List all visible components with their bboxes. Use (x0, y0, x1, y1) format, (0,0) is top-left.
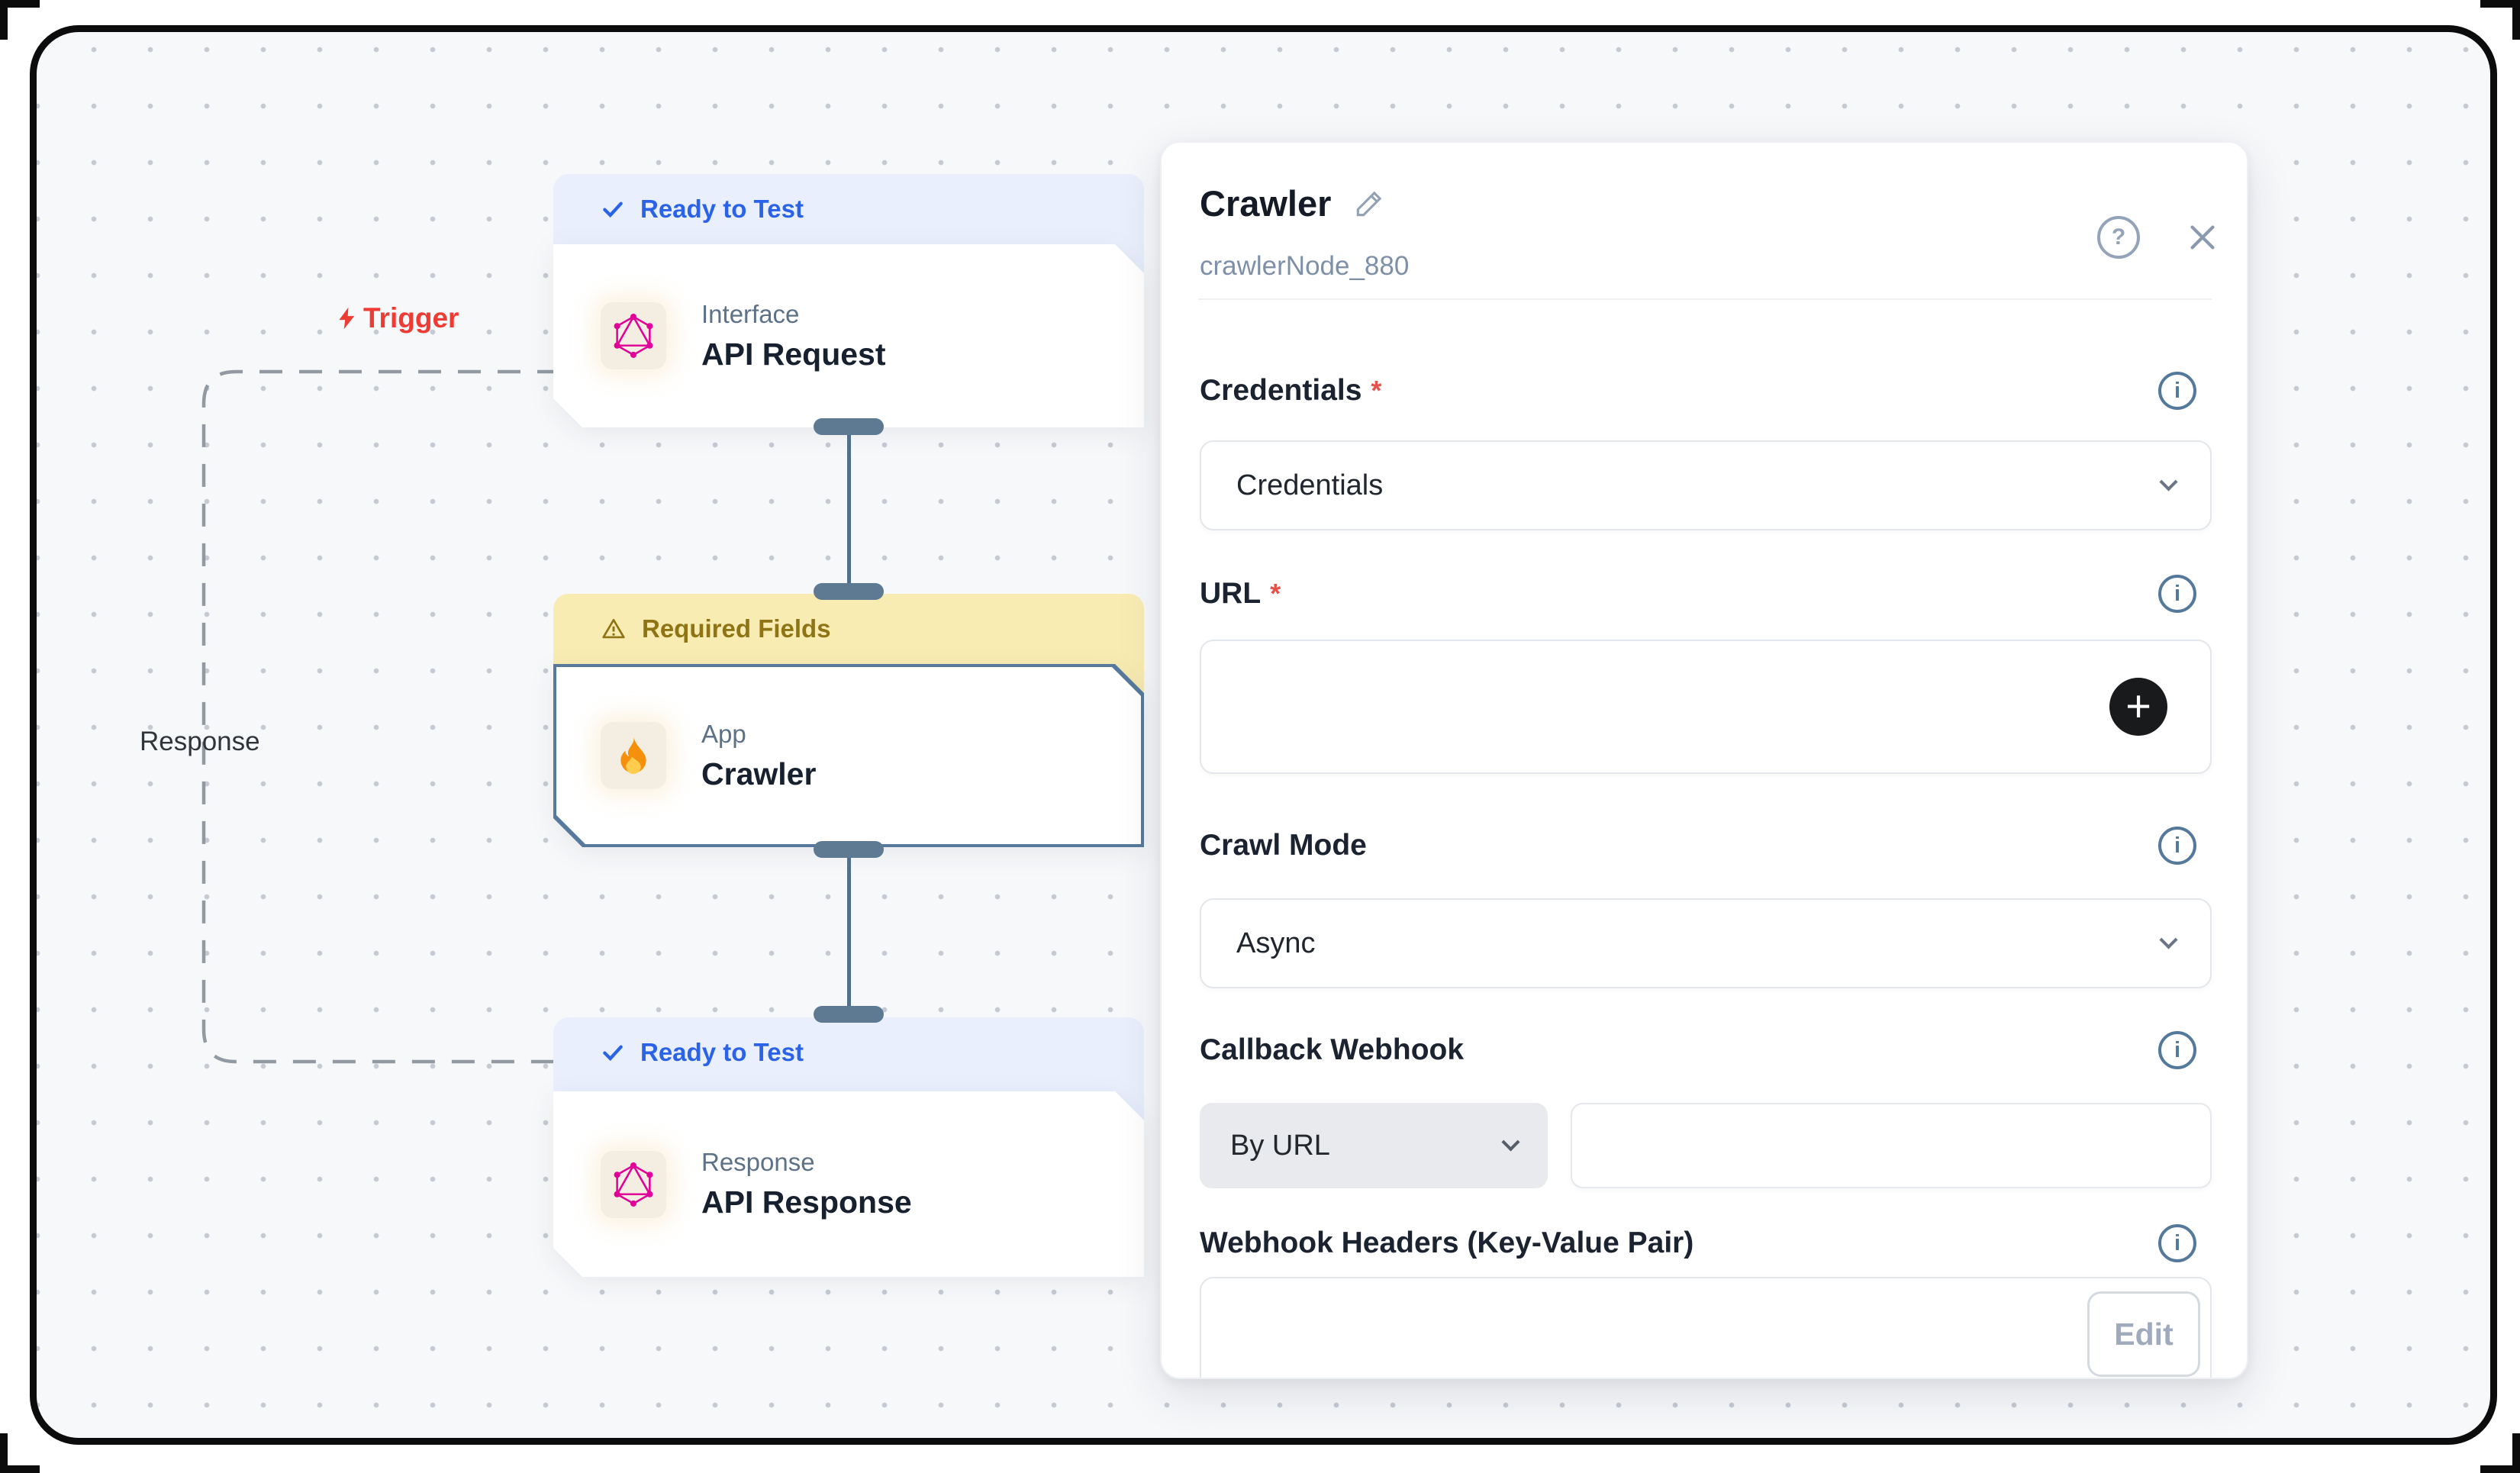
chevron-down-icon (2159, 930, 2178, 949)
node-api-response: Ready to Test (553, 1017, 1144, 1279)
node-config-panel: Crawler crawlerNode_880 ? Credentials* i… (1160, 141, 2248, 1379)
node-status-text: Ready to Test (640, 1038, 804, 1066)
credentials-info-icon[interactable]: i (2158, 372, 2196, 410)
corner-mark (0, 1433, 40, 1473)
close-icon (2190, 225, 2215, 250)
input-port-crawler[interactable] (814, 583, 884, 600)
node-icon-tile (601, 722, 666, 789)
callback-url-input[interactable] (1572, 1104, 2210, 1187)
crawl-mode-info-icon[interactable]: i (2158, 827, 2196, 865)
crawl-mode-select[interactable]: Async (1200, 898, 2212, 988)
node-crawler: Required Fields App Crawler (553, 594, 1144, 853)
graphql-icon (614, 314, 653, 358)
crawl-mode-select-value: Async (1236, 927, 1316, 959)
edit-pencil-icon[interactable] (1352, 187, 1386, 221)
corner-mark (0, 0, 40, 40)
credentials-select[interactable]: Credentials (1200, 440, 2212, 530)
callback-webhook-label: Callback Webhook (1200, 1033, 1465, 1066)
output-port-api-request[interactable] (814, 418, 884, 435)
check-icon (603, 1045, 623, 1062)
node-icon-tile (601, 302, 666, 369)
node-category: Response (701, 1148, 815, 1176)
callback-webhook-info-icon[interactable]: i (2158, 1031, 2196, 1069)
required-marker: * (1371, 375, 1382, 406)
help-button[interactable]: ? (2097, 216, 2140, 259)
chevron-down-icon (1501, 1132, 1520, 1152)
webhook-headers-label: Webhook Headers (Key-Value Pair) (1200, 1226, 1694, 1259)
webhook-headers-field: Edit (1200, 1277, 2212, 1378)
node-card-api-request[interactable]: Interface API Request (553, 244, 1144, 427)
node-title: API Request (701, 336, 886, 372)
crawl-mode-label: Crawl Mode (1200, 829, 1367, 862)
trigger-edge-label: Trigger (334, 302, 459, 334)
url-input[interactable] (1201, 641, 2210, 772)
credentials-label: Credentials* (1200, 374, 1382, 407)
corner-mark (2480, 1433, 2520, 1473)
node-status-text: Ready to Test (640, 195, 804, 223)
corner-mark (2480, 0, 2520, 40)
callback-url-field (1571, 1103, 2212, 1188)
chevron-down-icon (2159, 472, 2178, 492)
graphql-icon (614, 1162, 653, 1207)
node-title: Crawler (701, 756, 817, 791)
output-port-crawler[interactable] (814, 841, 884, 858)
url-info-icon[interactable]: i (2158, 575, 2196, 613)
response-edge-label: Response (140, 727, 260, 756)
divider (1198, 298, 2212, 300)
input-port-api-response[interactable] (814, 1006, 884, 1023)
fire-icon (614, 735, 653, 776)
webhook-headers-info-icon[interactable]: i (2158, 1224, 2196, 1262)
panel-title: Crawler (1200, 183, 1332, 224)
node-category: Interface (701, 299, 800, 328)
callback-mode-value: By URL (1230, 1129, 1330, 1162)
edge-line (847, 849, 851, 1014)
node-id-label: crawlerNode_880 (1200, 251, 1410, 281)
edit-headers-button[interactable]: Edit (2087, 1291, 2200, 1377)
node-icon-tile (601, 1151, 666, 1218)
callback-mode-select[interactable]: By URL (1200, 1103, 1548, 1188)
node-card-api-response[interactable]: Response API Response (553, 1091, 1144, 1277)
lightning-bolt-icon (339, 307, 355, 330)
add-variable-button[interactable]: + (2109, 678, 2167, 736)
url-label: URL* (1200, 577, 1281, 610)
edge-line (847, 424, 851, 598)
required-marker: * (1270, 578, 1281, 609)
node-category: App (701, 719, 746, 748)
node-status-text: Required Fields (642, 614, 831, 643)
check-icon (603, 201, 623, 218)
help-icon: ? (2111, 224, 2126, 250)
node-title: API Response (701, 1185, 912, 1220)
close-panel-button[interactable] (2183, 218, 2222, 257)
trigger-edge-label-text: Trigger (363, 302, 459, 334)
node-card-crawler-selected[interactable]: App Crawler (553, 664, 1144, 847)
warning-triangle-icon (602, 618, 625, 639)
credentials-select-value: Credentials (1236, 469, 1384, 501)
url-field: + (1200, 640, 2212, 774)
node-api-request: Ready to Test (553, 174, 1144, 434)
